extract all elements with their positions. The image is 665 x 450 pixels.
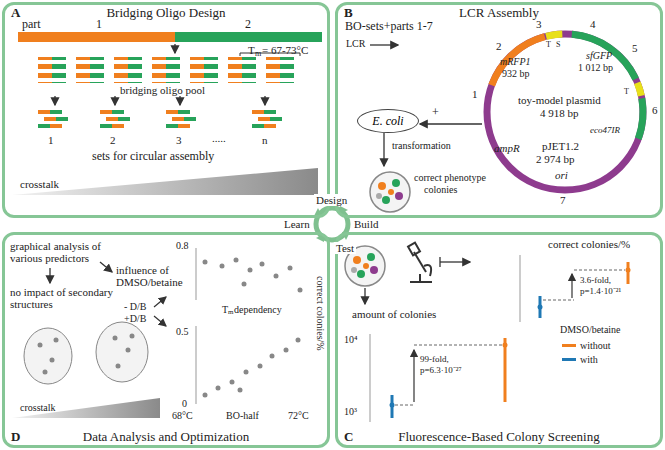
text-label: eco47IR [590,126,620,136]
text-label: 1 [472,88,478,100]
text-label: ..... [212,132,226,144]
legend-row: without [562,340,611,351]
panel-letter: C [344,430,353,444]
text-label: sfGFP [586,50,612,61]
panel-box: C Fluorescence-Based Colony Screening [335,232,663,448]
panel-letter: B [344,6,353,20]
legend-swatch [562,344,576,347]
text-label: m [255,50,261,59]
text-label: DMSO/betaine [560,324,621,335]
text-label: 2 [245,18,251,31]
text-label: correct colonies/% [315,276,326,351]
text-label: LCR [346,38,365,49]
text-label: 7 [560,194,566,206]
text-label: dependency [234,304,282,315]
text-label: p=6.3·10⁻²⁷ [420,366,462,376]
panel-heading: Data Analysis and Optimization [83,430,249,444]
text-label: 3 [176,134,182,146]
text-label: + [432,106,439,119]
text-label: influence of DMSO/betaine [116,264,196,288]
text-label: = 67-73°C [262,44,308,56]
text-label: 99-fold, [420,355,449,365]
text-label: 10⁴ [344,334,358,345]
text-label: 0 [182,398,187,409]
text-label: sets for circular assembly [92,150,214,163]
cycle-step: Test [334,242,356,254]
text-label: p=1.4·10⁻²¹ [580,287,621,297]
text-label: BO-half [226,410,259,421]
text-label: 0.8 [176,240,189,251]
text-label: T [546,41,551,50]
panel-heading: LCR Assembly [459,6,539,20]
text-label: 932 bp [502,68,530,79]
text-label: 10³ [344,406,357,417]
text-label: 2 [110,134,116,146]
text-label: amount of colonies [352,308,436,320]
panel-heading: Fluorescence-Based Colony Screening [398,430,599,444]
panel-letter: D [11,430,20,444]
text-label: correct colonies/% [548,238,630,250]
text-label: transformation [392,140,451,151]
panel-box: B LCR Assembly E. coli [335,2,663,218]
text-label: pJET1.2 [542,140,579,152]
text-label: 6 [652,104,658,116]
panel-heading: Bridging Oligo Design [106,6,225,20]
panel-letter: A [11,6,20,20]
text-label: 1 012 bp [578,62,613,73]
text-label: T [624,88,629,97]
text-label: 3 [536,18,542,30]
text-label: 3.6-fold, [580,276,611,286]
text-label: 2 [496,40,502,52]
text-label: T [248,44,255,56]
text-label: mRFP1 [500,56,531,67]
text-label: +D/B [124,313,146,324]
cell-ellipse: E. coli [357,109,419,133]
text-label: m [228,309,233,317]
text-label: 72°C [288,410,309,421]
text-label: T [222,304,228,315]
text-label: S [556,41,560,50]
text-label: graphical analysis of various predictors [10,240,128,264]
text-label: part [22,18,41,31]
cycle-step: Learn [282,218,312,230]
text-label: 68°C [172,410,193,421]
text-label: crosstalk [20,402,56,413]
text-label: ampR [494,142,520,154]
text-label: toy-model plasmid [518,94,601,106]
legend-row: with [562,354,598,365]
text-label: no impact of secondary structures [10,286,120,310]
text-label: 2 974 bp [536,153,575,165]
text-label: 0.5 [176,326,189,337]
text-label: 5 [632,42,638,54]
cycle-step: Build [352,218,380,230]
text-label: 1 [48,134,54,146]
cell-name: E. coli [372,114,403,129]
text-label: bridging oligo pool [120,84,205,96]
legend-text: without [580,340,611,351]
legend-text: with [580,354,598,365]
text-label: 1 [96,18,102,31]
text-label: correct phenotype [414,172,486,183]
text-label: crosstalk [20,178,59,190]
text-label: - D/B [124,301,147,312]
text-label: ori [555,169,568,181]
text-label: 4 918 bp [540,107,579,119]
cycle-step: Design [314,194,349,206]
text-label: n [262,134,268,146]
text-label: 4 [590,18,596,30]
legend-swatch [562,358,576,361]
text-label: colonies [424,184,457,195]
text-label: BO-sets+parts 1-7 [345,20,433,33]
